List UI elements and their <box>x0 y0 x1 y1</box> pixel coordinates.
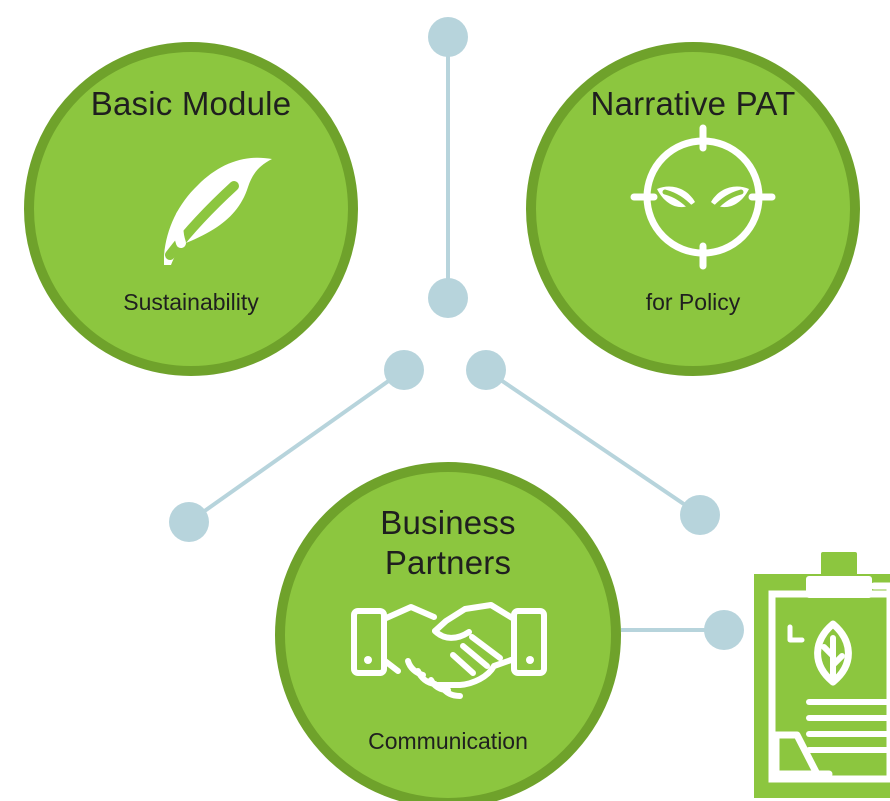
leaf-icon <box>164 157 272 265</box>
connector-node-left-top <box>384 350 424 390</box>
basic-module-node: Basic Module Sustainability <box>24 42 358 376</box>
business-partners-node: Business Partners Communication <box>275 462 621 801</box>
narrative-pat-title: Narrative PAT <box>590 85 796 122</box>
clipboard-leaf-icon <box>754 552 890 798</box>
clipboard-panel <box>754 548 890 798</box>
connector-node-right-bottom <box>680 495 720 535</box>
basic-module-subtitle: Sustainability <box>123 289 259 315</box>
business-partners-subtitle: Communication <box>368 728 528 754</box>
business-partners-title: Business Partners <box>380 504 516 581</box>
narrative-pat-subtitle: for Policy <box>645 289 741 315</box>
left-diagonal-connector-line <box>187 368 406 524</box>
basic-module-title: Basic Module <box>90 85 292 122</box>
narrative-pat-node: Narrative PAT for Policy <box>526 42 860 376</box>
handshake-icon <box>351 602 547 699</box>
target-leaf-icon <box>630 124 776 270</box>
connector-node-top <box>428 17 468 57</box>
connector-node-middle <box>428 278 468 318</box>
right-diagonal-connector-line <box>484 368 702 517</box>
connector-node-report <box>704 610 744 650</box>
connector-node-right-top <box>466 350 506 390</box>
connector-node-left-bottom <box>169 502 209 542</box>
